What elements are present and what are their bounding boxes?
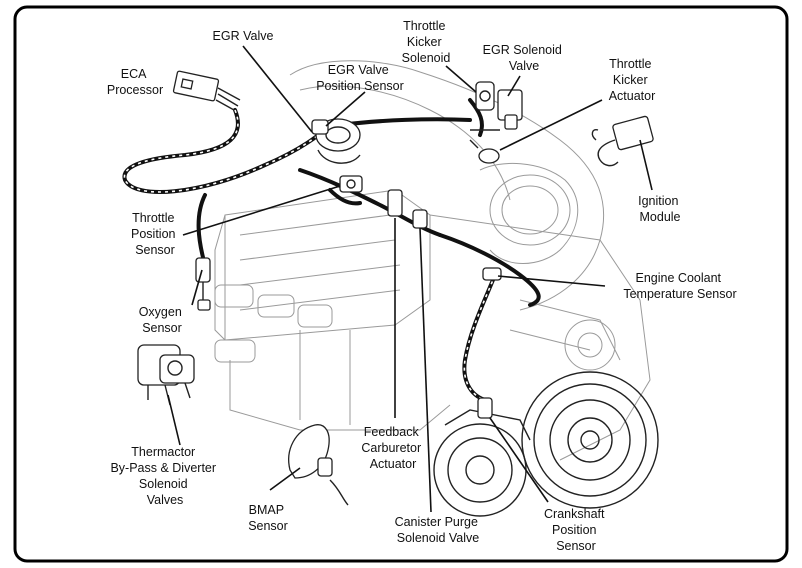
leader-throttle-position-sensor — [182, 185, 341, 236]
leader-lines — [167, 45, 653, 513]
egr-solenoid-valve-icon — [470, 89, 523, 131]
leader-thermactor-valves — [167, 394, 181, 446]
wiring-harness — [122, 98, 541, 402]
leader-egr-valve-position-sensor — [325, 91, 366, 127]
leader-throttle-kicker-solenoid — [445, 65, 477, 93]
label-eca-processor: ECA Processor — [107, 67, 163, 97]
throttle-kicker-solenoid-icon — [475, 81, 495, 111]
label-engine-coolant-temperature-sensor: Engine Coolant Temperature Sensor — [623, 271, 736, 301]
alternator — [433, 409, 531, 517]
egr-valve-position-sensor-icon — [311, 119, 329, 135]
label-crankshaft-position-sensor: Crankshaft Position Sensor — [544, 507, 608, 553]
eca-processor-icon — [172, 70, 241, 111]
label-oxygen-sensor: Oxygen Sensor — [139, 305, 186, 335]
leader-bmap-sensor — [269, 467, 301, 491]
crankshaft-pulley — [521, 371, 659, 509]
label-canister-purge-solenoid-valve: Canister Purge Solenoid Valve — [395, 515, 482, 545]
label-feedback-carburetor-actuator: Feedback Carburetor Actuator — [361, 425, 424, 471]
label-egr-valve-position-sensor: EGR Valve Position Sensor — [316, 63, 404, 93]
engine-block-illustration — [214, 60, 651, 461]
label-thermactor-valves: Thermactor By-Pass & Diverter Solenoid V… — [110, 445, 219, 507]
label-throttle-position-sensor: Throttle Position Sensor — [131, 211, 179, 257]
engine-coolant-temperature-sensor-icon — [482, 267, 502, 281]
label-bmap-sensor: BMAP Sensor — [248, 503, 288, 533]
leader-canister-purge-solenoid-valve — [419, 227, 432, 513]
label-throttle-kicker-solenoid: Throttle Kicker Solenoid — [402, 19, 451, 65]
thermactor-solenoid-valves-icon — [137, 344, 195, 406]
label-throttle-kicker-actuator: Throttle Kicker Actuator — [609, 57, 656, 103]
throttle-kicker-actuator-icon — [469, 139, 500, 164]
leader-oxygen-sensor — [191, 269, 203, 306]
feedback-carburetor-actuator-icon — [387, 189, 403, 217]
leader-crankshaft-position-sensor — [489, 417, 549, 503]
leader-throttle-kicker-actuator — [499, 99, 603, 151]
label-ignition-module: Ignition Module — [638, 194, 682, 224]
throttle-position-sensor-icon — [339, 175, 363, 193]
diagram-frame — [13, 5, 789, 563]
ignition-module-icon — [591, 115, 654, 167]
label-egr-solenoid-valve: EGR Solenoid Valve — [483, 43, 566, 73]
leader-egr-valve — [242, 45, 313, 133]
canister-purge-solenoid-valve-icon — [412, 209, 428, 229]
label-egr-valve: EGR Valve — [213, 29, 274, 43]
crankshaft-position-sensor-icon — [477, 397, 493, 419]
leader-egr-solenoid-valve — [507, 75, 521, 97]
leader-ignition-module — [639, 139, 653, 191]
bmap-sensor-icon — [288, 424, 349, 506]
leader-engine-coolant-temperature-sensor — [497, 275, 606, 287]
